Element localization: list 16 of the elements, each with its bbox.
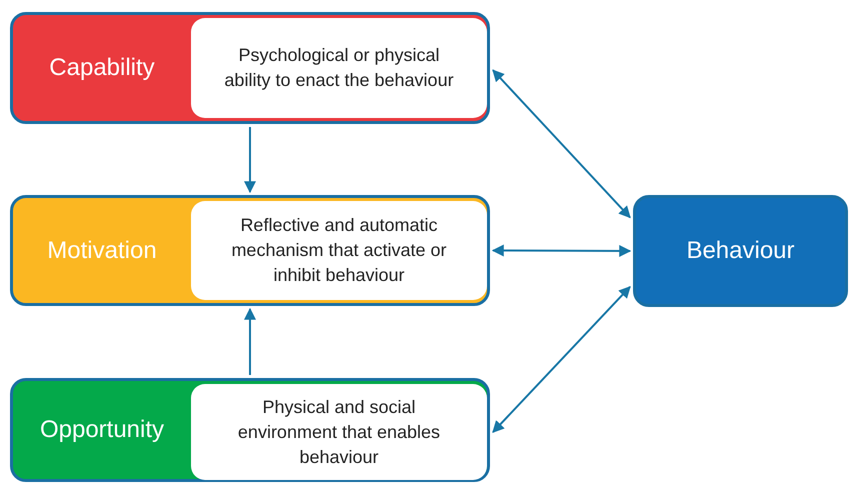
category-box [633,195,848,307]
category-label: Capability [48,53,156,83]
arrow [492,69,631,218]
arrow [492,244,632,257]
description-box: Psychological or physical ability to enact the behaviour [191,18,487,118]
description-box: Physical and social environment that enables behaviour [191,384,487,480]
category-box [10,195,490,306]
arrow [492,286,631,433]
category-label: Motivation [46,236,158,266]
category-label: Behaviour [685,236,796,266]
category-box [10,12,490,124]
description-box: Reflective and automatic mechanism that activate or inhibit behaviour [191,201,487,300]
arrow [244,308,256,375]
category-box [10,378,490,482]
category-label: Opportunity [38,415,166,445]
arrow [244,127,256,194]
